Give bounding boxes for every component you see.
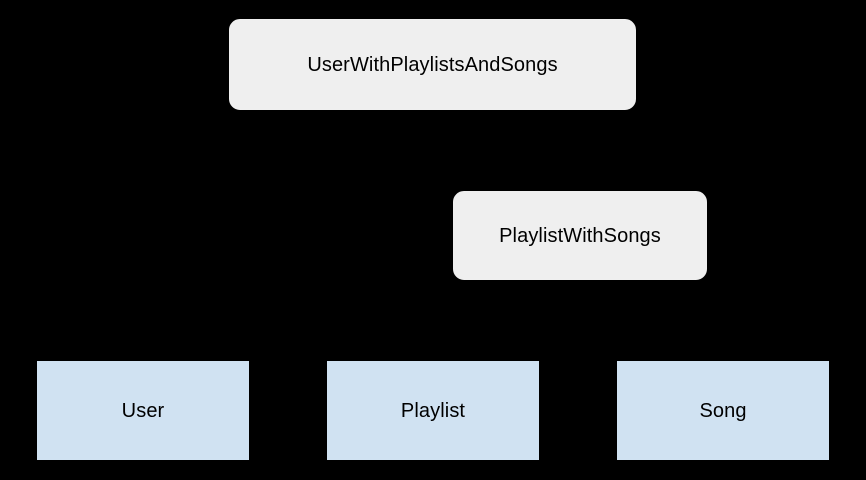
- node-playlist-with-songs[interactable]: PlaylistWithSongs: [452, 190, 708, 281]
- node-label-user-with-playlists-and-songs: UserWithPlaylistsAndSongs: [307, 53, 558, 76]
- node-label-song: Song: [699, 399, 747, 422]
- node-label-playlist: Playlist: [400, 399, 466, 422]
- node-label-playlist-with-songs: PlaylistWithSongs: [499, 224, 661, 247]
- node-song[interactable]: Song: [616, 360, 830, 461]
- node-user[interactable]: User: [36, 360, 250, 461]
- node-label-user: User: [121, 399, 165, 422]
- node-playlist[interactable]: Playlist: [326, 360, 540, 461]
- node-user-with-playlists-and-songs[interactable]: UserWithPlaylistsAndSongs: [228, 18, 637, 111]
